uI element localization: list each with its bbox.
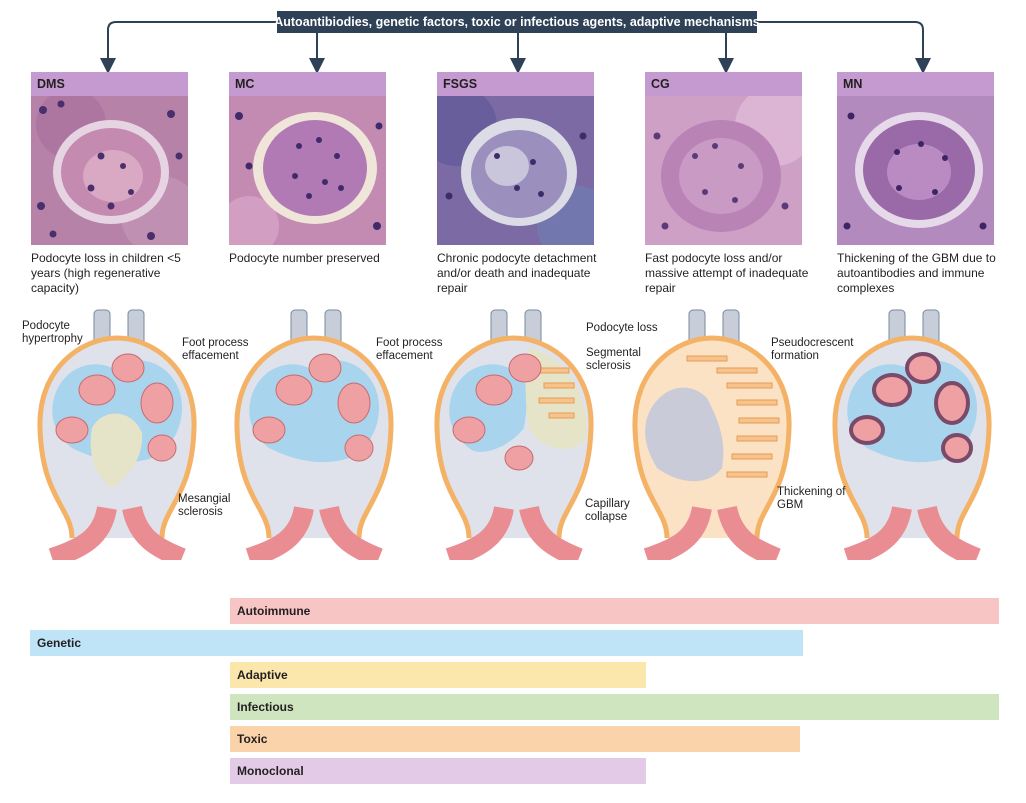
panel-label: CG <box>645 72 802 96</box>
label-podocyte-hypertrophy: Podocyte hypertrophy <box>22 320 83 345</box>
micrograph-fsgs <box>437 96 594 245</box>
bar-toxic: Toxic <box>230 726 800 752</box>
panel-mc: MC <box>229 72 386 245</box>
micrograph-cg <box>645 96 802 245</box>
panel-cg: CG <box>645 72 802 245</box>
label-mesangial-sclerosis: Mesangial sclerosis <box>178 493 231 518</box>
panel-mn: MN <box>837 72 994 245</box>
label-foot-process-1: Foot process effacement <box>182 337 249 362</box>
glomerulus-cg <box>632 309 792 560</box>
caption-cg: Fast podocyte loss and/or massive attemp… <box>645 251 809 295</box>
bar-genetic: Genetic <box>30 630 803 656</box>
label-thickening-gbm: Thickening of GBM <box>777 486 846 511</box>
bar-adaptive: Adaptive <box>230 662 646 688</box>
label-podocyte-loss: Podocyte loss <box>586 322 658 334</box>
arrow-dms <box>100 21 277 74</box>
label-capillary-collapse: Capillary collapse <box>585 498 630 523</box>
bar-infectious: Infectious <box>230 694 999 720</box>
bar-monoclonal: Monoclonal <box>230 758 646 784</box>
micrograph-mn <box>837 96 994 245</box>
micrograph-mc <box>229 96 386 245</box>
glomerulus-mn <box>832 309 992 560</box>
glomerulus-fsgs <box>434 309 594 560</box>
connector-arrows <box>100 21 931 74</box>
bar-autoimmune: Autoimmune <box>230 598 999 624</box>
micrograph-dms <box>31 96 188 245</box>
panel-label: MC <box>229 72 386 96</box>
arrow-mn <box>757 21 931 74</box>
panel-fsgs: FSGS <box>437 72 594 245</box>
glomerulus-dms <box>37 309 197 560</box>
panel-label: FSGS <box>437 72 594 96</box>
label-foot-process-2: Foot process effacement <box>376 337 443 362</box>
glomerulus-mc <box>234 309 394 560</box>
top-banner: Autoantibiodies, genetic factors, toxic … <box>274 11 760 33</box>
panel-label: DMS <box>31 72 188 96</box>
panel-dms: DMS <box>31 72 188 245</box>
caption-fsgs: Chronic podocyte detachment and/or death… <box>437 251 597 295</box>
caption-mn: Thickening of the GBM due to autoantibod… <box>837 251 996 295</box>
caption-dms: Podocyte loss in children <5 years (high… <box>31 251 181 295</box>
caption-mc: Podocyte number preserved <box>229 251 380 265</box>
label-pseudocrescent: Pseudocrescent formation <box>771 337 854 362</box>
panel-label: MN <box>837 72 994 96</box>
label-segmental-sclerosis: Segmental sclerosis <box>586 347 641 372</box>
